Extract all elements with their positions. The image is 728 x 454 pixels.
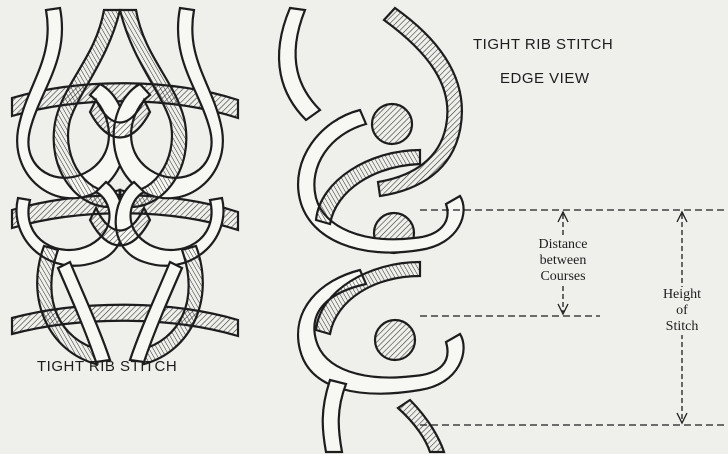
course-section-3: [375, 320, 415, 360]
distance-line1: Distance: [520, 237, 606, 253]
edge-strand-bottom-right: [398, 400, 444, 452]
edge-strand-bottom: [323, 380, 346, 452]
face-view-drawing: [12, 8, 238, 364]
right-title-line1: TIGHT RIB STITCH: [473, 36, 613, 53]
edge-strand-left: [279, 8, 320, 120]
height-line2: of: [646, 303, 718, 319]
height-line3: Stitch: [646, 319, 718, 335]
distance-line2: between: [520, 253, 606, 269]
distance-line3: Courses: [520, 269, 606, 285]
edge-view-drawing: [279, 8, 464, 452]
left-caption: TIGHT RIB STITCH: [37, 358, 177, 375]
distance-between-courses-label: Distance between Courses: [520, 237, 606, 285]
height-of-stitch-label: Height of Stitch: [646, 287, 718, 335]
height-line1: Height: [646, 287, 718, 303]
right-title-line2: EDGE VIEW: [500, 70, 590, 87]
course-section-1: [372, 104, 412, 144]
